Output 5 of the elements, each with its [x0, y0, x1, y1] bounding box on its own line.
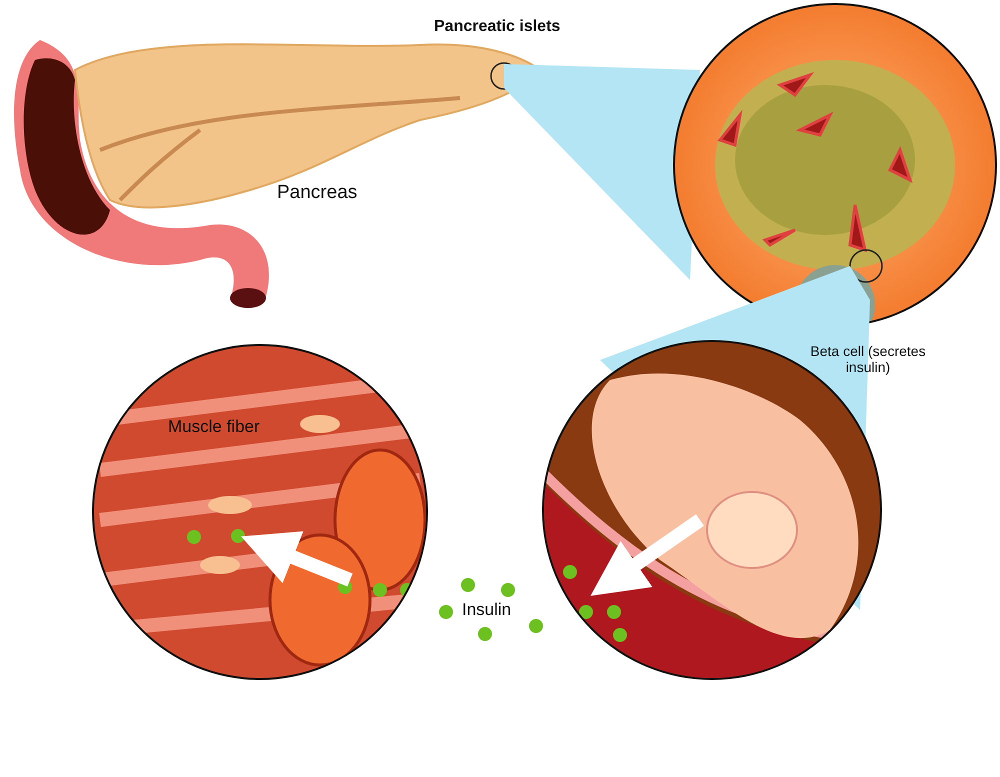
label-text: Beta cell (secretes insulin): [809, 343, 927, 375]
label-text: Pancreatic islets: [434, 18, 560, 36]
label-text: Insulin: [462, 600, 512, 620]
label-text: Pancreas: [277, 182, 358, 204]
label-text: Muscle fiber: [168, 417, 260, 437]
